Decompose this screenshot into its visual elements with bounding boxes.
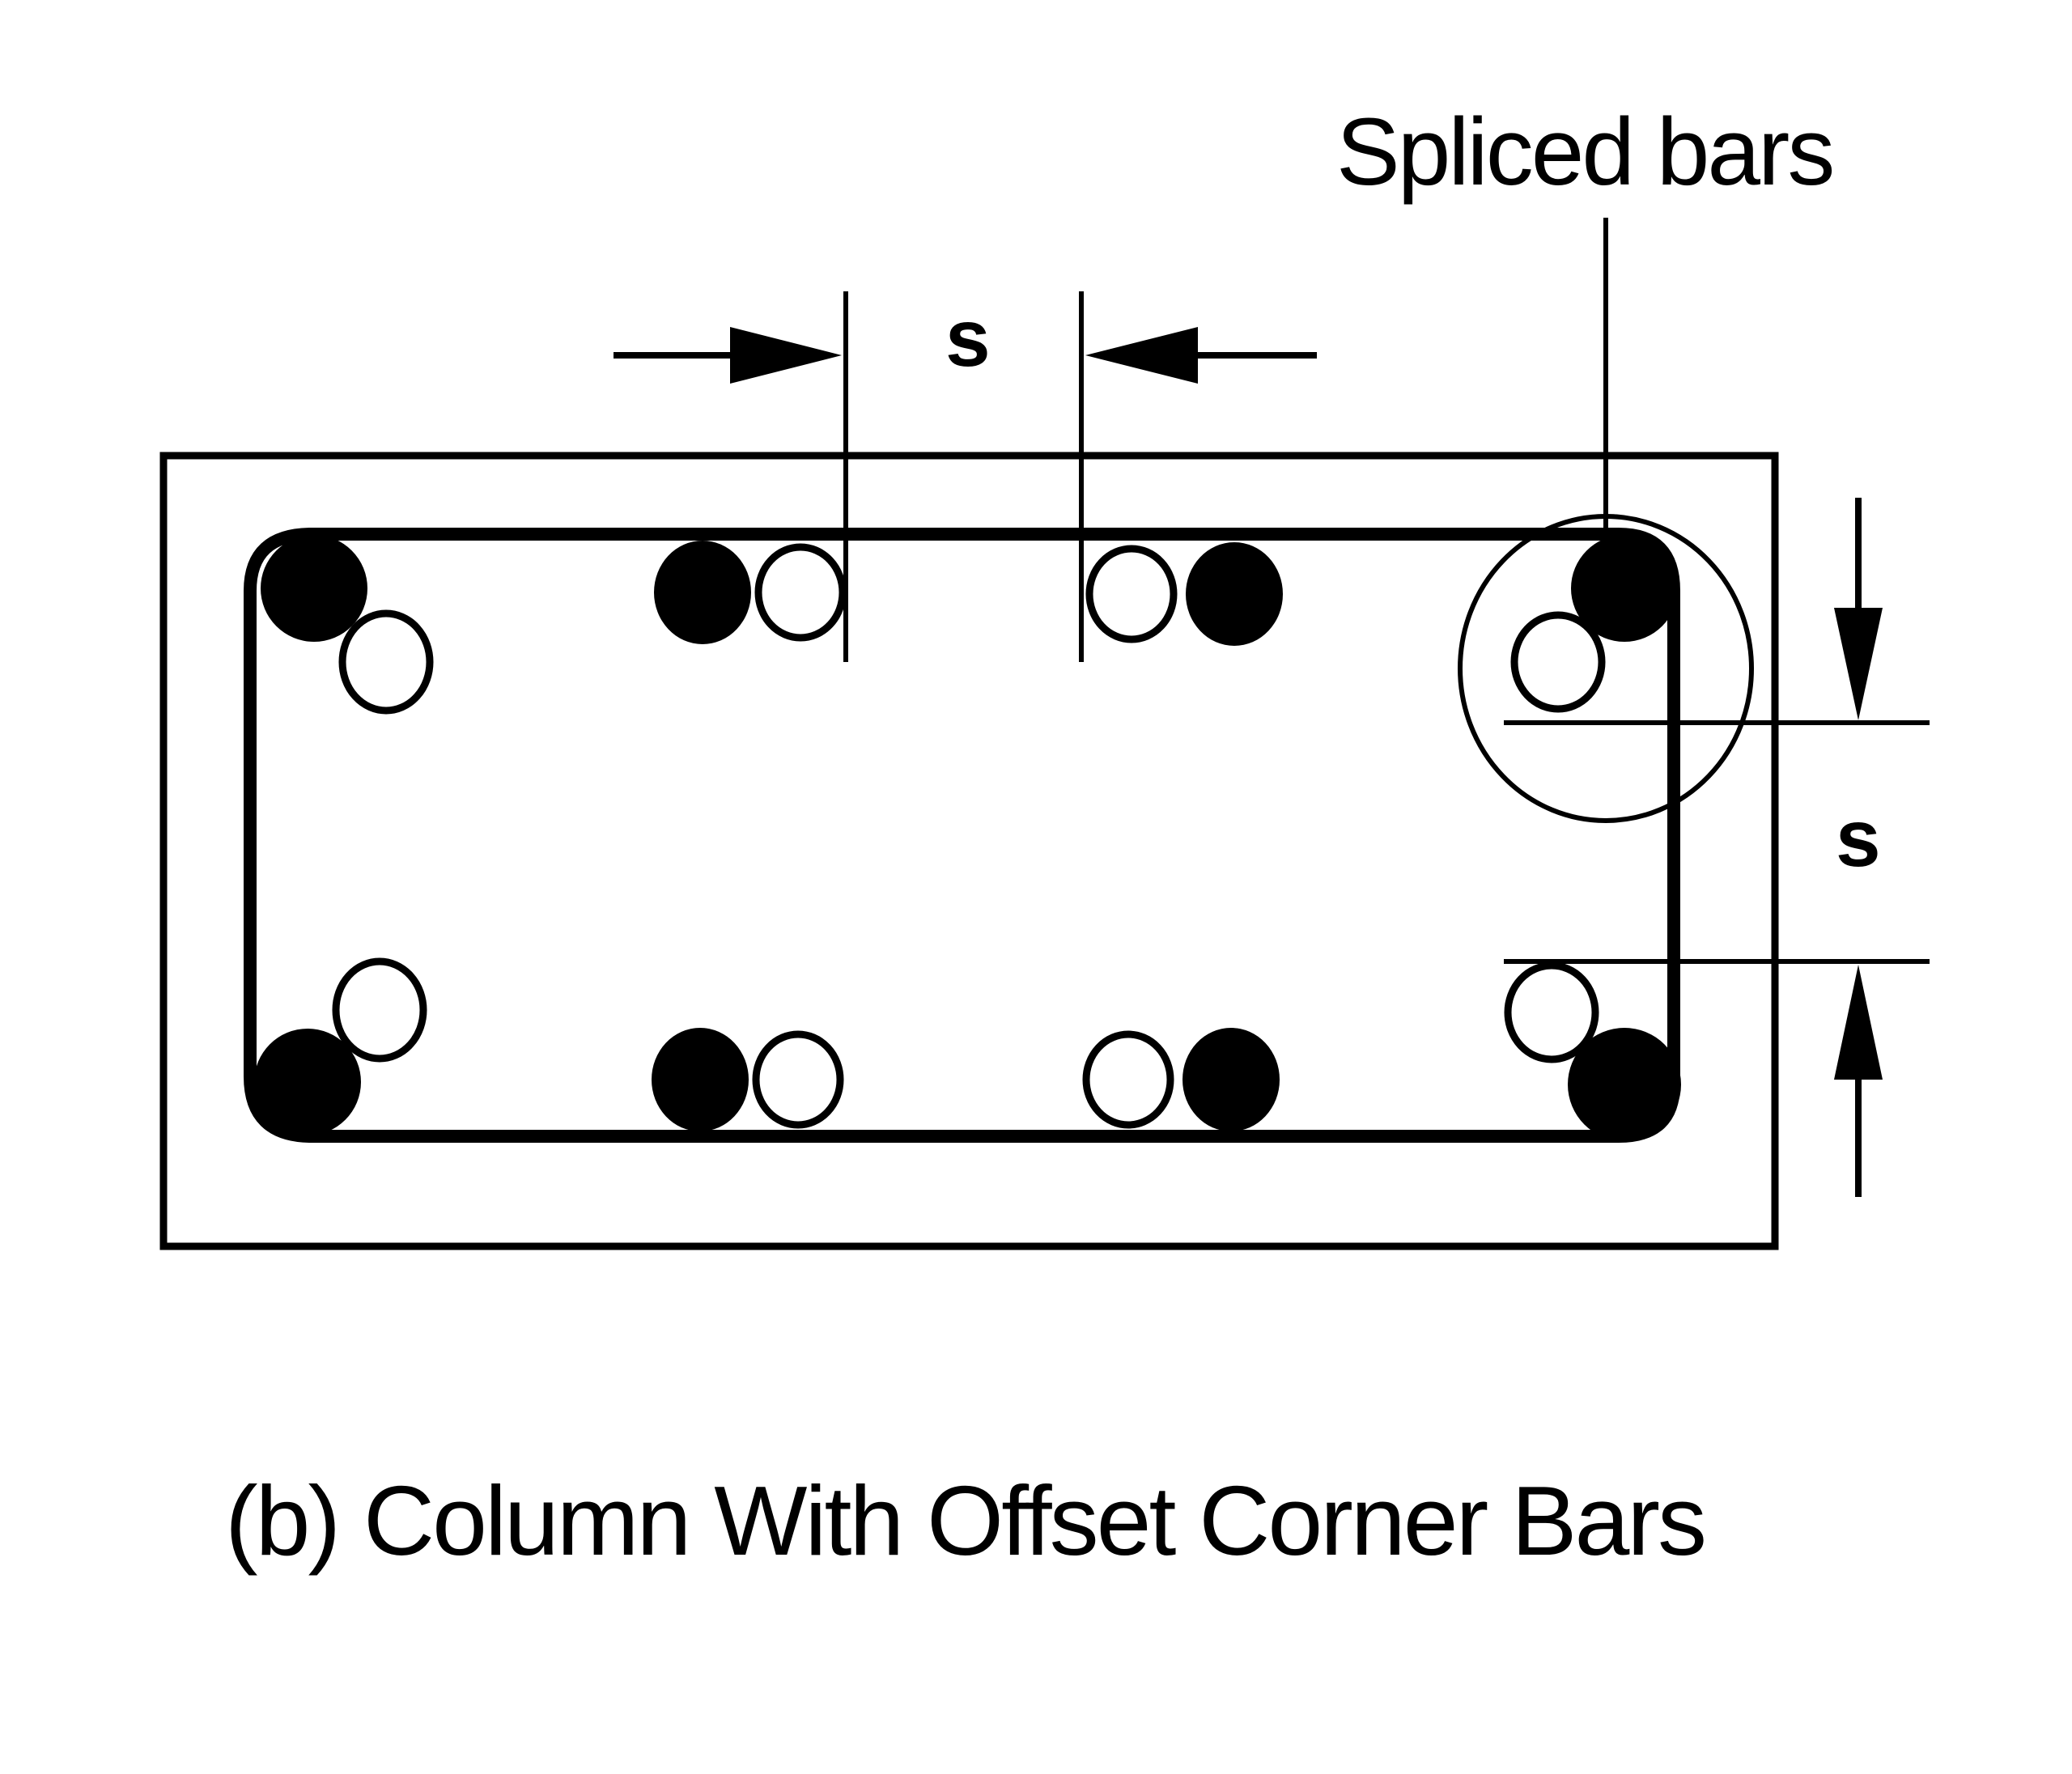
bar-open-bottom-3 [1082,1030,1174,1129]
tie-hoop [244,528,1680,1143]
column-outline [159,452,1779,1250]
bar-open-bottom-right [1504,961,1599,1063]
dim-arrow-down-icon [1834,608,1883,720]
bar-open-top-3 [1085,545,1178,643]
bar-filled-top-3 [1186,542,1283,646]
bar-filled-bottom-left [254,1029,361,1135]
dim-arrow-up-icon [1834,965,1883,1080]
bar-filled-top-right [1571,535,1678,642]
horizontal-spacing-label: s [945,293,991,384]
figure-caption: (b) Column With Offset Corner Bars [225,1466,1705,1576]
bar-open-bottom-left [332,957,427,1063]
bar-filled-bottom-3 [1182,1028,1280,1131]
bar-open-top-left [338,609,434,715]
bar-open-top-2 [754,543,847,642]
bar-filled-bottom-right [1568,1028,1681,1141]
dim-arrow-left-pointing-icon [1085,327,1198,384]
spliced-bars-label: Spliced bars [1336,99,1832,206]
bar-filled-top-2 [654,541,751,644]
vertical-spacing-label: s [1836,793,1881,884]
bar-filled-bottom-2 [652,1028,749,1131]
dim-arrow-right-pointing-icon [730,327,842,384]
bar-open-bottom-2 [752,1030,844,1129]
bar-filled-top-left [261,535,367,642]
bar-open-top-right [1510,611,1606,713]
